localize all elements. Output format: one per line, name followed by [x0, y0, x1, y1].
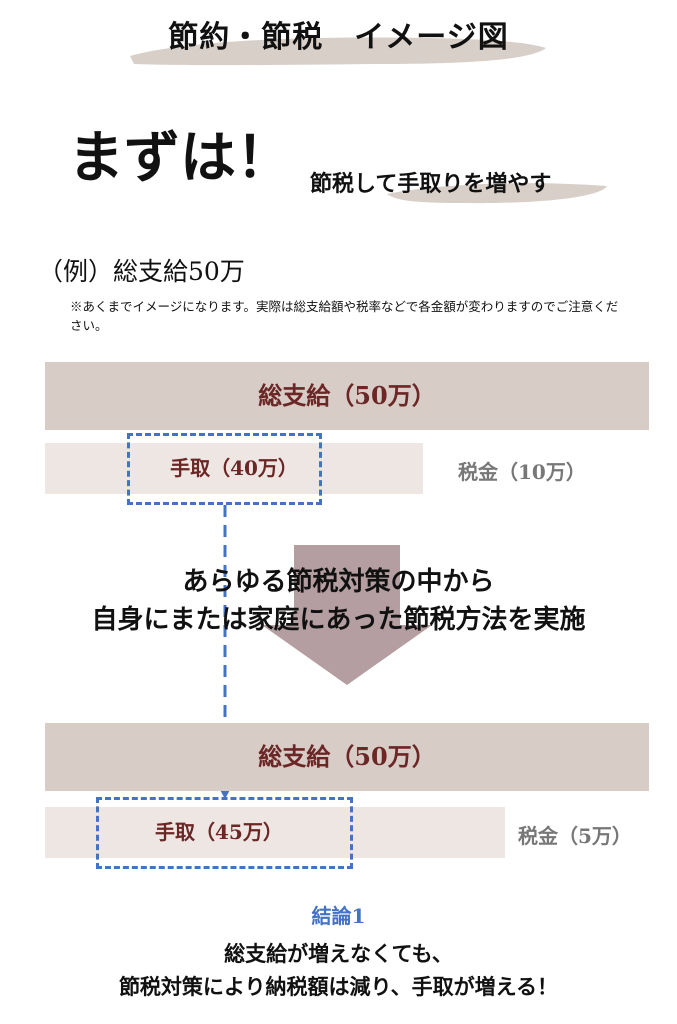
down-arrow-icon — [262, 545, 432, 685]
after-take-home-bar: 手取（45万） — [45, 807, 505, 858]
disclaimer-note: ※あくまでイメージになります。実際は総支給額や税率などで各金額が変わりますのでご… — [70, 299, 619, 333]
before-total-label: 総支給（50万） — [258, 381, 436, 410]
headline: まずは！ — [68, 126, 292, 191]
title-brush-stroke — [130, 37, 546, 66]
after-highlight-box — [96, 797, 353, 869]
strategy-line-2: 自身にまたは家庭にあった節税方法を実施 — [91, 604, 586, 635]
subheadline: 節税して手取りを増やす — [310, 172, 552, 197]
strategy-text: あらゆる節税対策の中から 自身にまたは家庭にあった節税方法を実施 — [0, 564, 677, 639]
subheadline-brush-stroke — [387, 183, 607, 204]
before-take-home-bar: 手取（40万） — [45, 443, 423, 494]
after-total-bar: 総支給（50万） — [45, 723, 649, 791]
conclusion-heading: 結論1 — [311, 904, 366, 928]
before-take-home-label: 手取（40万） — [170, 456, 298, 480]
after-take-home-label: 手取（45万） — [155, 820, 283, 844]
conclusion-line-1: 総支給が増えなくても、 — [224, 941, 453, 966]
before-total-bar: 総支給（50万） — [45, 362, 649, 430]
page-title: 節約・節税 イメージ図 — [168, 20, 509, 55]
before-highlight-box — [127, 433, 322, 505]
example-label: （例）総支給50万 — [38, 257, 245, 286]
after-tax-label: 税金（5万） — [518, 824, 632, 848]
after-total-label: 総支給（50万） — [258, 742, 436, 771]
conclusion-line-2: 節税対策により納税額は減り、手取が増える！ — [118, 973, 559, 999]
before-tax-label: 税金（10万） — [458, 460, 586, 484]
conclusion-text: 総支給が増えなくても、 節税対策により納税額は減り、手取が増える！ — [0, 938, 677, 1003]
strategy-line-1: あらゆる節税対策の中から — [182, 567, 495, 597]
